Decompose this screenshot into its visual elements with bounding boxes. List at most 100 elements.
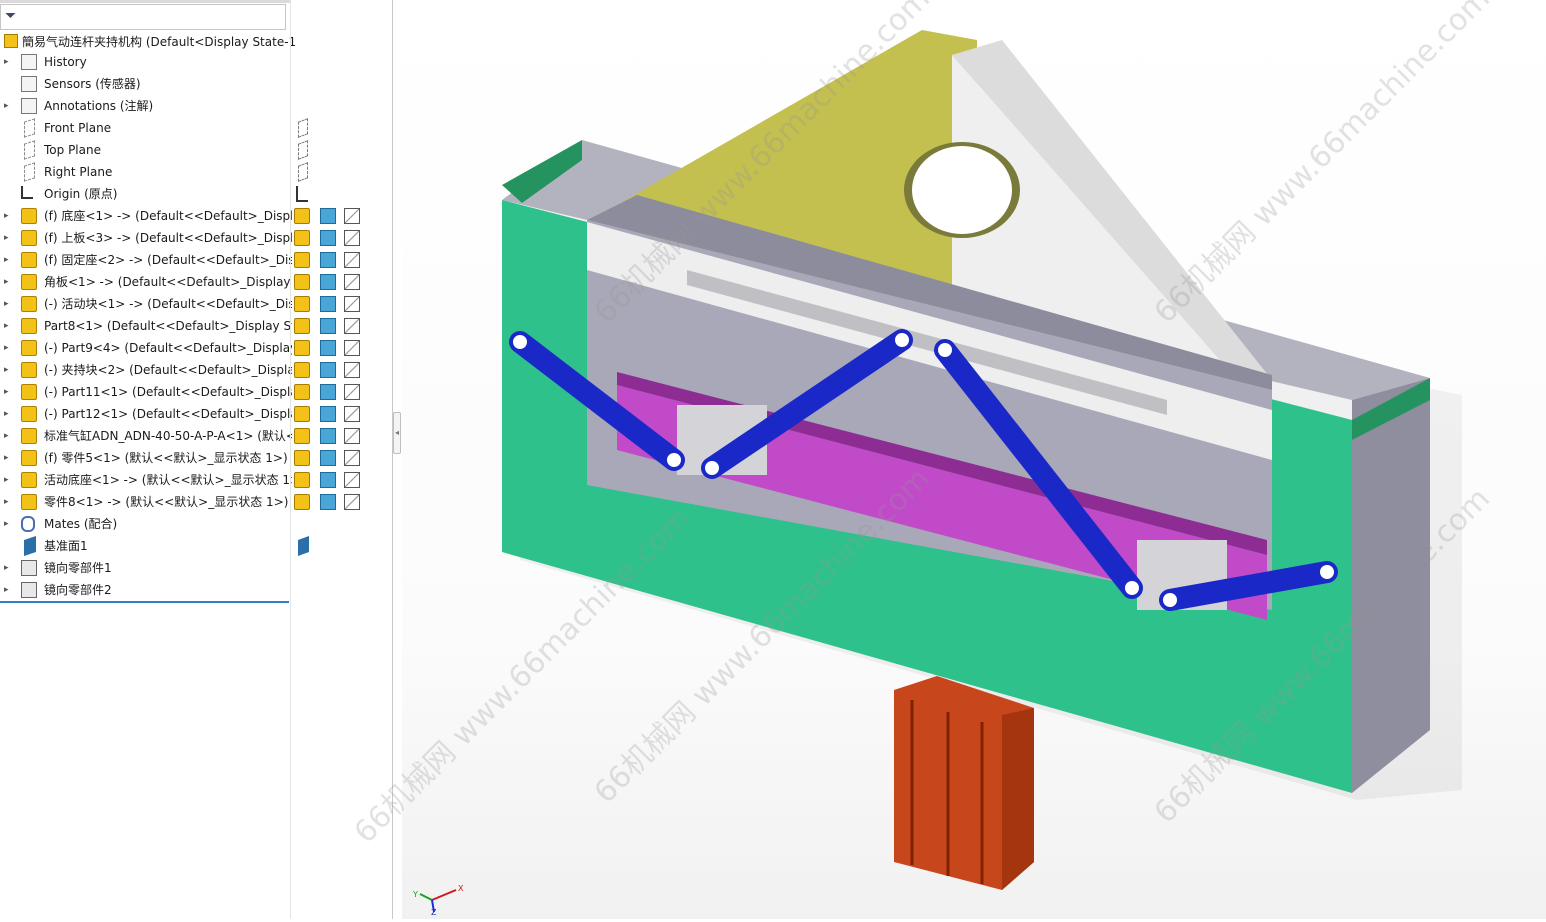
component-icon[interactable] [294, 450, 310, 466]
tree-item[interactable]: ▸活动底座<1> -> (默认<<默认>_显示状态 1> [0, 469, 292, 491]
component-icon[interactable] [294, 230, 310, 246]
tree-item[interactable]: ▸(-) Part12<1> (Default<<Default>_Displa… [0, 403, 292, 425]
expand-toggle-icon[interactable]: ▸ [4, 475, 9, 485]
expand-toggle-icon[interactable]: ▸ [4, 255, 9, 265]
tree-item[interactable]: ▸(f) 固定座<2> -> (Default<<Default>_Displ [0, 249, 292, 271]
component-icon[interactable] [294, 362, 310, 378]
tree-item[interactable]: Origin (原点) [0, 183, 292, 205]
tree-item[interactable]: Front Plane [0, 117, 292, 139]
appearance-icon[interactable] [344, 472, 360, 488]
expand-toggle-icon[interactable]: ▸ [4, 519, 9, 529]
tree-item[interactable]: ▸(f) 底座<1> -> (Default<<Default>_Display [0, 205, 292, 227]
reference-plane-visibility-icon[interactable] [298, 535, 309, 557]
component-icon[interactable] [294, 384, 310, 400]
component-icon[interactable] [294, 406, 310, 422]
tree-item[interactable]: ▸镜向零部件1 [0, 557, 292, 579]
appearance-icon[interactable] [344, 274, 360, 290]
plane-visibility-icon[interactable] [298, 118, 308, 138]
component-icon[interactable] [294, 472, 310, 488]
appearance-icon[interactable] [344, 428, 360, 444]
expand-toggle-icon[interactable]: ▸ [4, 585, 9, 595]
component-icon[interactable] [294, 274, 310, 290]
expand-toggle-icon[interactable]: ▸ [4, 211, 9, 221]
configuration-icon[interactable] [320, 340, 336, 356]
configuration-icon[interactable] [320, 208, 336, 224]
appearance-icon[interactable] [344, 362, 360, 378]
expand-toggle-icon[interactable]: ▸ [4, 409, 9, 419]
expand-toggle-icon[interactable]: ▸ [4, 497, 9, 507]
tree-item[interactable]: ▸标准气缸ADN_ADN-40-50-A-P-A<1> (默认< [0, 425, 292, 447]
tree-item[interactable]: ▸镜向零部件2 [0, 579, 292, 601]
link-3 [934, 339, 1143, 599]
configuration-icon[interactable] [320, 472, 336, 488]
origin-visibility-icon[interactable] [296, 186, 308, 202]
tree-item[interactable]: ▸角板<1> -> (Default<<Default>_Display St [0, 271, 292, 293]
plane-visibility-icon[interactable] [298, 140, 308, 160]
appearance-icon[interactable] [344, 384, 360, 400]
tree-item[interactable]: ▸(-) Part11<1> (Default<<Default>_Displa… [0, 381, 292, 403]
tree-tab-strip[interactable] [0, 0, 290, 3]
configuration-icon[interactable] [320, 296, 336, 312]
tree-item[interactable]: Right Plane [0, 161, 292, 183]
configuration-icon[interactable] [320, 230, 336, 246]
tree-item[interactable]: ▸(-) 活动块<1> -> (Default<<Default>_Disp [0, 293, 292, 315]
configuration-icon[interactable] [320, 274, 336, 290]
tree-item[interactable]: 基准面1 [0, 535, 292, 557]
expand-toggle-icon[interactable]: ▸ [4, 299, 9, 309]
tree-item[interactable]: Top Plane [0, 139, 292, 161]
configuration-icon[interactable] [320, 384, 336, 400]
filter-icon[interactable]: ⏷ [5, 8, 17, 24]
tree-item[interactable]: ▸(-) 夹持块<2> (Default<<Default>_Display [0, 359, 292, 381]
tree-filter-input[interactable]: ⏷ [0, 4, 286, 30]
component-icon[interactable] [294, 252, 310, 268]
appearance-icon[interactable] [344, 296, 360, 312]
tree-item[interactable]: ▸History [0, 51, 292, 73]
component-icon[interactable] [294, 208, 310, 224]
expand-toggle-icon[interactable]: ▸ [4, 233, 9, 243]
expand-toggle-icon[interactable]: ▸ [4, 365, 9, 375]
tree-item[interactable]: ▸(f) 零件5<1> (默认<<默认>_显示状态 1>) [0, 447, 292, 469]
appearance-icon[interactable] [344, 406, 360, 422]
appearance-icon[interactable] [344, 340, 360, 356]
configuration-icon[interactable] [320, 318, 336, 334]
configuration-icon[interactable] [320, 406, 336, 422]
plane-visibility-icon[interactable] [298, 162, 308, 182]
expand-toggle-icon[interactable]: ▸ [4, 321, 9, 331]
tree-item[interactable]: ▸(f) 上板<3> -> (Default<<Default>_Display [0, 227, 292, 249]
expand-toggle-icon[interactable]: ▸ [4, 101, 9, 111]
appearance-icon[interactable] [344, 318, 360, 334]
configuration-icon[interactable] [320, 362, 336, 378]
configuration-icon[interactable] [320, 494, 336, 510]
expand-toggle-icon[interactable]: ▸ [4, 431, 9, 441]
component-icon[interactable] [294, 296, 310, 312]
tree-item[interactable]: ▸(-) Part9<4> (Default<<Default>_Display… [0, 337, 292, 359]
component-icon[interactable] [294, 428, 310, 444]
expand-toggle-icon[interactable]: ▸ [4, 453, 9, 463]
expand-toggle-icon[interactable]: ▸ [4, 57, 9, 67]
component-icon[interactable] [294, 340, 310, 356]
tree-item[interactable]: ▸Mates (配合) [0, 513, 292, 535]
appearance-icon[interactable] [344, 252, 360, 268]
component-icon[interactable] [294, 318, 310, 334]
expand-toggle-icon[interactable]: ▸ [4, 563, 9, 573]
assembly-root-node[interactable]: 簡易气动连杆夹持机构 (Default<Display State-1 [0, 32, 296, 52]
tree-item-status-icons [292, 249, 372, 271]
configuration-icon[interactable] [320, 428, 336, 444]
panel-collapse-handle[interactable]: ◂ [393, 412, 401, 454]
appearance-icon[interactable] [344, 450, 360, 466]
configuration-icon[interactable] [320, 450, 336, 466]
configuration-icon[interactable] [320, 252, 336, 268]
component-icon[interactable] [294, 494, 310, 510]
history-icon [21, 54, 37, 70]
appearance-icon[interactable] [344, 230, 360, 246]
tree-item[interactable]: ▸Annotations (注解) [0, 95, 292, 117]
appearance-icon[interactable] [344, 208, 360, 224]
appearance-icon[interactable] [344, 494, 360, 510]
expand-toggle-icon[interactable]: ▸ [4, 387, 9, 397]
tree-item[interactable]: Sensors (传感器) [0, 73, 292, 95]
graphics-viewport[interactable]: 66机械网 www.66machine.com 66机械网 www.66mach… [348, 0, 1546, 919]
tree-item[interactable]: ▸Part8<1> (Default<<Default>_Display Sta… [0, 315, 292, 337]
expand-toggle-icon[interactable]: ▸ [4, 277, 9, 287]
expand-toggle-icon[interactable]: ▸ [4, 343, 9, 353]
tree-item[interactable]: ▸零件8<1> -> (默认<<默认>_显示状态 1>) [0, 491, 292, 513]
